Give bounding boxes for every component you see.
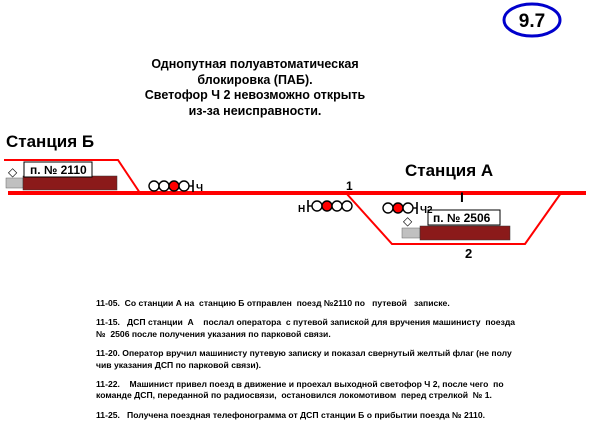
train-number-box-right [427, 209, 501, 226]
track-label-main: I [460, 189, 464, 205]
signal-n-label: Н [298, 204, 305, 215]
train-number-box-left [23, 161, 93, 178]
train-car-left [22, 175, 118, 191]
signal-ch2: Ч2 [382, 202, 433, 216]
signal-ch-label: Ч [196, 183, 203, 194]
locomotive-right [401, 227, 421, 239]
signal-ch: Ч [148, 180, 203, 194]
log-entry: 11-05. Со станции А на станцию Б отправл… [96, 298, 450, 308]
title-line: Однопутная полуавтоматическая [151, 57, 359, 71]
switch-diamond-icon: ◇ [8, 165, 18, 179]
log-entry: 11-22. Машинист привел поезд в движение … [96, 379, 504, 401]
event-log: 11-05. Со станции А на станцию Б отправл… [96, 298, 596, 429]
badge-number: 9.7 [519, 11, 545, 32]
signal-n-red-lamp [321, 200, 333, 212]
train-2506: ◇ п. № 2506 [401, 209, 511, 241]
siding-a [345, 192, 562, 245]
track-label-1: 1 [346, 179, 353, 193]
badge-oval [502, 2, 562, 38]
track-label-2: 2 [465, 246, 472, 261]
signal-ch2-red-lamp [392, 202, 404, 214]
signal-ch2-label: Ч2 [420, 205, 433, 216]
station-a-label: Станция А [405, 161, 493, 180]
title-line: Светофор Ч 2 невозможно открыть [144, 88, 366, 102]
locomotive-left [5, 177, 24, 189]
signal-n: Н [298, 200, 353, 215]
switch-diamond-icon: ◇ [403, 214, 413, 228]
log-entry: 11-20. Оператор вручил машинисту путевую… [96, 348, 512, 370]
log-entry: 11-15. ДСП станции А послал оператора с … [96, 317, 516, 339]
title-line: из-за неисправности. [188, 103, 322, 118]
station-b-label: Станция Б [6, 132, 94, 151]
title-line: блокировка (ПАБ). [197, 72, 313, 87]
siding-b [4, 159, 141, 194]
log-entry: 11-25. Получена поездная телефонограмма … [96, 409, 485, 420]
signal-ch-red-lamp [168, 180, 180, 192]
train-number-right: п. № 2506 [433, 211, 491, 225]
diagram-title: Однопутная полуавтоматическая блокировка… [120, 57, 390, 119]
train-number-left: п. № 2110 [30, 163, 87, 177]
train-2110: ◇ п. № 2110 [5, 161, 118, 191]
train-car-right [419, 225, 511, 241]
